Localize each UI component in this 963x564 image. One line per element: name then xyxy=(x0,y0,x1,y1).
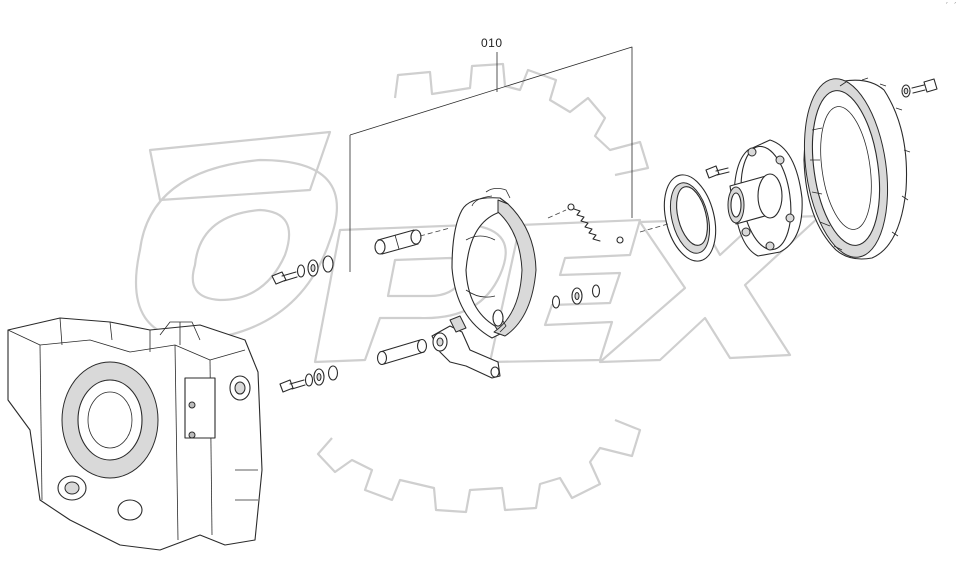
drum-washer xyxy=(901,84,911,98)
lower-washer-set xyxy=(304,365,339,387)
dust-shield xyxy=(639,174,717,262)
corner-mark: ´ ´ xyxy=(944,2,957,10)
upper-washers xyxy=(296,255,334,278)
brake-lever xyxy=(431,315,501,379)
brake-shoe-assembly xyxy=(451,188,537,339)
cam-shaft xyxy=(376,338,428,366)
upper-bolt xyxy=(271,271,298,285)
hub-flange xyxy=(727,139,803,257)
return-spring xyxy=(547,203,624,244)
gearbox-housing xyxy=(7,317,263,551)
callout-010-frame xyxy=(349,46,633,272)
brake-drum xyxy=(803,77,911,260)
lower-bolt xyxy=(279,379,306,393)
anchor-pin xyxy=(374,227,451,255)
drum-screw xyxy=(911,78,938,94)
lower-washers xyxy=(551,284,601,309)
hub-bolt xyxy=(705,165,730,179)
callout-label: 010 xyxy=(481,36,503,50)
